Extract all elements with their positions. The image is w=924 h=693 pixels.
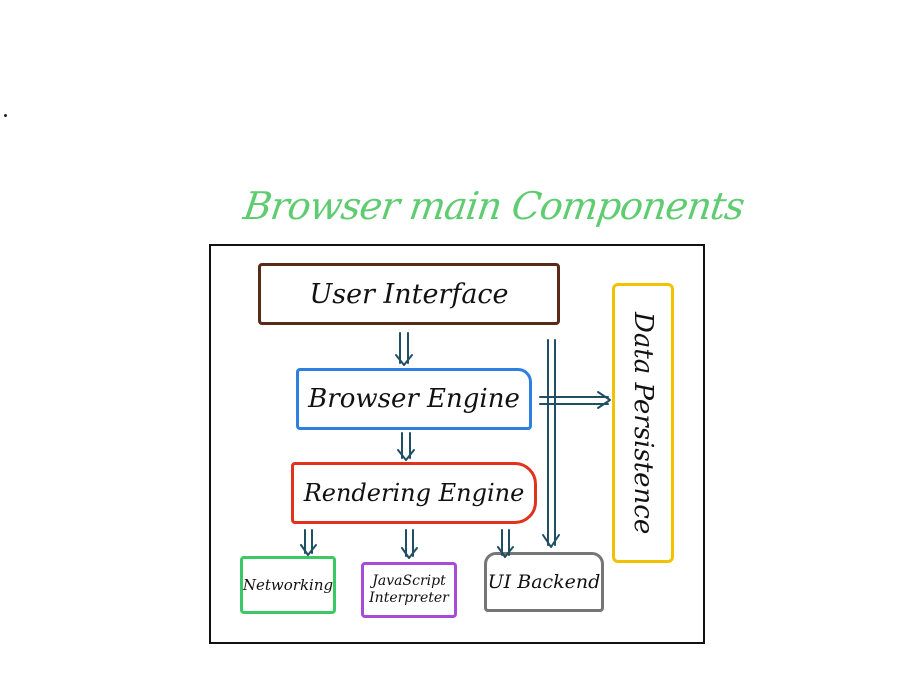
networking-label: Networking [242,576,334,594]
arrow-ui-to-browser-engine [395,332,413,366]
arrow-rendering-to-networking [300,529,317,556]
networking-box: Networking [240,556,336,614]
arrow-ui-to-ui-backend [542,339,560,548]
stray-dot [4,114,7,117]
rendering-engine-label: Rendering Engine [303,479,525,507]
browser-engine-box: Browser Engine [296,368,532,430]
diagram-frame [209,244,705,644]
user-interface-box: User Interface [258,263,560,325]
data-persistence-label: Data Persistence [628,311,658,535]
javascript-interpreter-label: JavaScript Interpreter [369,573,449,606]
arrow-rendering-to-js-interpreter [401,529,418,559]
javascript-interpreter-box: JavaScript Interpreter [361,562,457,618]
ui-backend-box: UI Backend [484,552,604,612]
arrow-rendering-to-ui-backend [497,529,514,558]
browser-engine-label: Browser Engine [308,384,520,414]
user-interface-label: User Interface [309,278,509,310]
ui-backend-label: UI Backend [487,571,601,593]
rendering-engine-box: Rendering Engine [291,462,537,524]
arrow-browser-engine-to-data-persistence [539,391,611,409]
data-persistence-box: Data Persistence [612,283,674,563]
arrow-browser-to-rendering-engine [397,432,415,461]
